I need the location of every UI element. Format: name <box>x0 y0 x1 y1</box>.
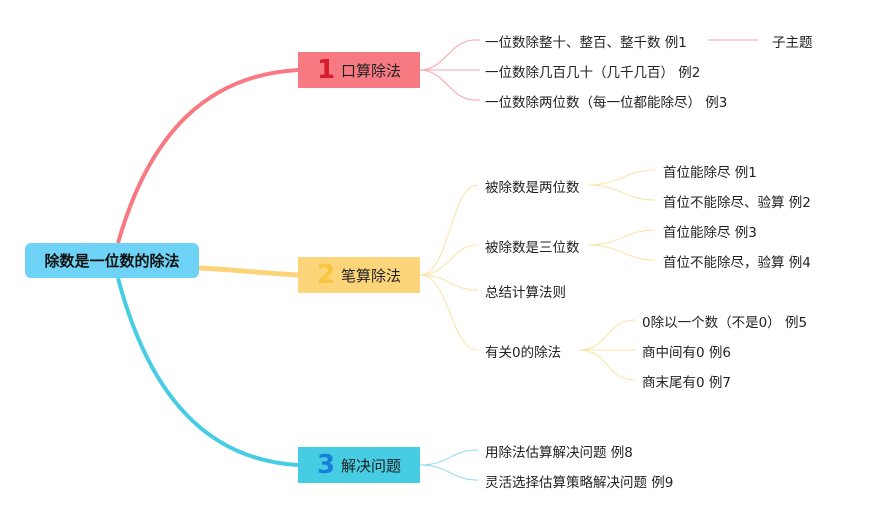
subtopic-2-4-2[interactable]: 商中间有0 例6 <box>642 345 731 361</box>
subtopic-2-2[interactable]: 被除数是三位数 <box>485 240 580 256</box>
root-topic-label: 除数是一位数的除法 <box>44 252 180 270</box>
subtopic-1-3[interactable]: 一位数除两位数（每一位都能除尽） 例3 <box>485 95 728 111</box>
connectors-branch2 <box>419 169 656 381</box>
subtopic-2-4[interactable]: 有关0的除法 <box>485 345 562 361</box>
number-two-icon: 2 <box>316 260 336 290</box>
subtopic-3-2[interactable]: 灵活选择估算策略解决问题 例9 <box>485 475 674 491</box>
subtopic-2-2-2[interactable]: 首位不能除尽，验算 例4 <box>663 255 811 271</box>
subtopic-2-4-1[interactable]: 0除以一个数（不是0） 例5 <box>642 315 808 331</box>
subtopic-2-1-2[interactable]: 首位不能除尽、验算 例2 <box>663 195 811 211</box>
subtopic-2-1-1[interactable]: 首位能除尽 例1 <box>663 165 757 181</box>
branch-topic-1-label: 口算除法 <box>341 61 402 80</box>
number-one-icon: 1 <box>316 55 336 85</box>
subtopic-2-4-3[interactable]: 商末尾有0 例7 <box>642 375 731 391</box>
connector-root-branch1 <box>116 68 299 244</box>
branch-topic-3[interactable]: 3 解决问题 <box>298 447 420 483</box>
connectors-branch1 <box>419 39 758 101</box>
branch-topic-2[interactable]: 2 笔算除法 <box>298 257 420 293</box>
branch-topic-2-label: 笔算除法 <box>341 266 402 285</box>
branch-topic-3-label: 解决问题 <box>341 456 402 475</box>
subtopic-2-1[interactable]: 被除数是两位数 <box>485 180 580 196</box>
root-topic[interactable]: 除数是一位数的除法 <box>25 243 199 278</box>
branch-topic-1[interactable]: 1 口算除法 <box>298 52 420 88</box>
subtopic-1-2[interactable]: 一位数除几百几十（几千几百） 例2 <box>485 65 701 81</box>
subtopic-2-2-1[interactable]: 首位能除尽 例3 <box>663 225 757 241</box>
callout-subtopic[interactable]: 子主题 <box>772 35 813 51</box>
number-three-icon: 3 <box>316 450 336 480</box>
subtopic-3-1[interactable]: 用除法估算解决问题 例8 <box>485 445 633 461</box>
connector-root-branch3 <box>116 277 299 467</box>
subtopic-2-3[interactable]: 总结计算法则 <box>485 285 566 301</box>
subtopic-1-1[interactable]: 一位数除整十、整百、整千数 例1 <box>485 35 687 51</box>
connectors-branch3 <box>419 449 479 481</box>
connector-root-branch2 <box>198 265 299 278</box>
